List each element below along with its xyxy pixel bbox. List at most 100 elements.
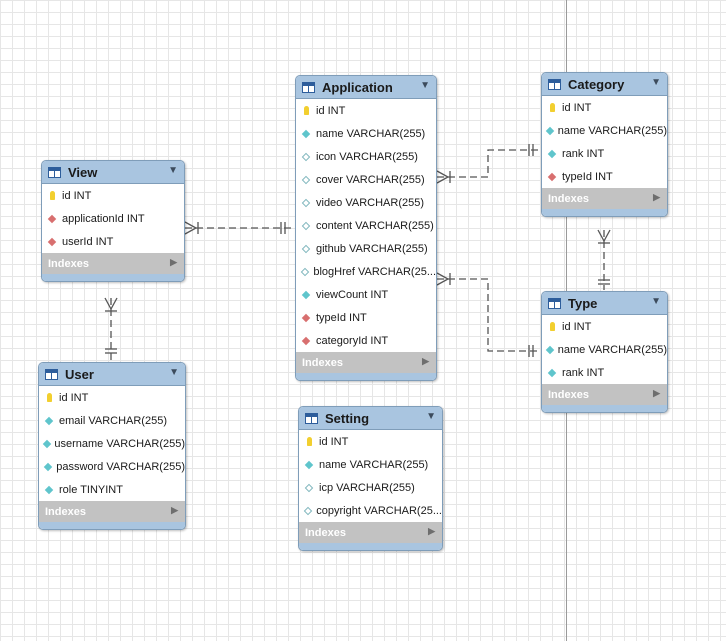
table-header[interactable]: Application ▼ (296, 76, 436, 99)
column-list: id INT name VARCHAR(255) icp VARCHAR(255) c… (299, 430, 442, 522)
column-label: video VARCHAR(255) (316, 196, 425, 209)
table-footer (296, 373, 436, 380)
table-header[interactable]: Category ▼ (542, 73, 667, 96)
column-row[interactable]: typeId INT (542, 165, 667, 188)
table-header[interactable]: View ▼ (42, 161, 184, 184)
column-row[interactable]: video VARCHAR(255) (296, 191, 436, 214)
column-row[interactable]: viewCount INT (296, 283, 436, 306)
column-row[interactable]: name VARCHAR(255) (299, 453, 442, 476)
column-row[interactable]: password VARCHAR(255) (39, 455, 185, 478)
expand-arrow-icon[interactable]: ▶ (428, 526, 435, 536)
table-header[interactable]: Setting ▼ (299, 407, 442, 430)
column-row[interactable]: id INT (296, 99, 436, 122)
column-row[interactable]: id INT (42, 184, 184, 207)
table-header[interactable]: User ▼ (39, 363, 185, 386)
collapse-icon[interactable]: ▼ (168, 165, 178, 176)
column-label: github VARCHAR(255) (316, 242, 428, 255)
relationship-category-type[interactable] (597, 229, 611, 290)
table-application[interactable]: Application ▼ id INT name VARCHAR(255) ico… (295, 75, 437, 381)
indexes-section[interactable]: Indexes ▶ (299, 522, 442, 543)
expand-arrow-icon[interactable]: ▶ (171, 505, 178, 515)
column-row[interactable]: name VARCHAR(255) (542, 338, 667, 361)
table-icon (48, 166, 61, 178)
primary-key-icon-glyph (49, 191, 55, 200)
column-row[interactable]: id INT (299, 430, 442, 453)
column-row[interactable]: rank INT (542, 142, 667, 165)
foreign-key-icon (46, 237, 58, 246)
column-row[interactable]: typeId INT (296, 306, 436, 329)
column-label: password VARCHAR(255) (56, 460, 185, 473)
collapse-icon[interactable]: ▼ (651, 77, 661, 88)
expand-arrow-icon[interactable]: ▶ (653, 388, 660, 398)
primary-key-icon (46, 191, 58, 200)
column-label: name VARCHAR(255) (319, 458, 429, 471)
column-label: username VARCHAR(255) (54, 437, 185, 450)
nullable-column-icon-glyph (301, 221, 311, 230)
nullable-column-icon-glyph (303, 506, 312, 515)
table-title: Type (568, 295, 598, 311)
relationship-view-user[interactable] (104, 297, 118, 360)
expand-arrow-icon[interactable]: ▶ (653, 192, 660, 202)
column-row[interactable]: rank INT (542, 361, 667, 384)
column-row[interactable]: copyright VARCHAR(25... (299, 499, 442, 522)
column-label: content VARCHAR(255) (316, 219, 434, 232)
relationship-application-category[interactable] (436, 144, 540, 184)
column-row[interactable]: content VARCHAR(255) (296, 214, 436, 237)
column-label: copyright VARCHAR(25... (316, 504, 442, 517)
expand-arrow-icon[interactable]: ▶ (170, 257, 177, 267)
indexes-section[interactable]: Indexes ▶ (39, 501, 185, 522)
foreign-key-icon-glyph (301, 313, 311, 322)
not-null-column-icon (43, 462, 52, 471)
column-label: id INT (319, 435, 349, 448)
column-row[interactable]: applicationId INT (42, 207, 184, 230)
relationship-view-application[interactable] (184, 221, 293, 235)
collapse-icon[interactable]: ▼ (426, 411, 436, 422)
column-row[interactable]: name VARCHAR(255) (542, 119, 667, 142)
nullable-column-icon-glyph (300, 267, 309, 276)
collapse-icon[interactable]: ▼ (651, 296, 661, 307)
column-row[interactable]: email VARCHAR(255) (39, 409, 185, 432)
table-title: View (68, 164, 98, 180)
column-row[interactable]: blogHref VARCHAR(25... (296, 260, 436, 283)
foreign-key-icon-glyph (47, 214, 57, 223)
collapse-icon[interactable]: ▼ (169, 367, 179, 378)
column-label: viewCount INT (316, 288, 389, 301)
column-row[interactable]: cover VARCHAR(255) (296, 168, 436, 191)
nullable-column-icon (300, 267, 309, 276)
primary-key-icon (546, 322, 558, 331)
column-row[interactable]: role TINYINT (39, 478, 185, 501)
column-label: name VARCHAR(255) (316, 127, 426, 140)
table-header[interactable]: Type ▼ (542, 292, 667, 315)
relationship-application-type[interactable] (436, 272, 540, 357)
column-row[interactable]: github VARCHAR(255) (296, 237, 436, 260)
collapse-icon[interactable]: ▼ (420, 80, 430, 91)
column-label: blogHref VARCHAR(25... (313, 265, 436, 278)
table-title: User (65, 366, 94, 382)
column-row[interactable]: id INT (542, 96, 667, 119)
column-row[interactable]: id INT (542, 315, 667, 338)
column-row[interactable]: username VARCHAR(255) (39, 432, 185, 455)
indexes-label: Indexes (548, 192, 589, 205)
column-label: role TINYINT (59, 483, 123, 496)
indexes-section[interactable]: Indexes ▶ (542, 384, 667, 405)
column-row[interactable]: id INT (39, 386, 185, 409)
expand-arrow-icon[interactable]: ▶ (422, 356, 429, 366)
column-row[interactable]: categoryId INT (296, 329, 436, 352)
indexes-section[interactable]: Indexes ▶ (542, 188, 667, 209)
column-row[interactable]: icon VARCHAR(255) (296, 145, 436, 168)
table-footer (542, 405, 667, 412)
column-row[interactable]: userId INT (42, 230, 184, 253)
indexes-section[interactable]: Indexes ▶ (42, 253, 184, 274)
table-setting[interactable]: Setting ▼ id INT name VARCHAR(255) icp VAR… (298, 406, 443, 551)
indexes-section[interactable]: Indexes ▶ (296, 352, 436, 373)
column-row[interactable]: icp VARCHAR(255) (299, 476, 442, 499)
column-row[interactable]: name VARCHAR(255) (296, 122, 436, 145)
column-label: typeId INT (562, 170, 613, 183)
foreign-key-icon-glyph (301, 336, 311, 345)
